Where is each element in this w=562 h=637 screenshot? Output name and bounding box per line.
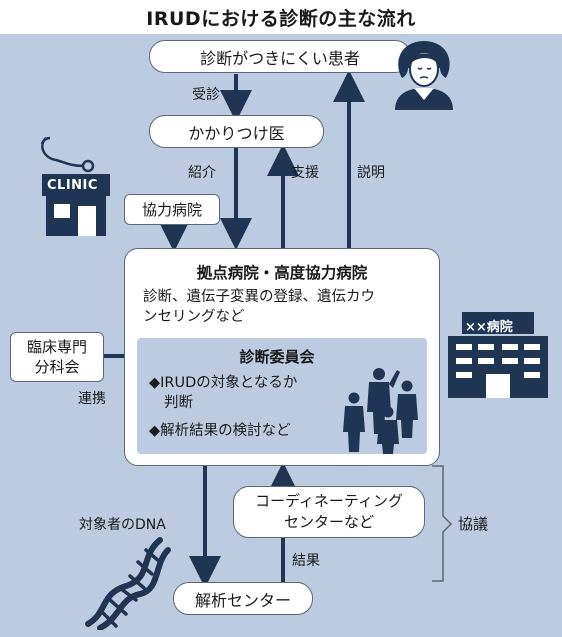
node-main-hospital: 拠点病院・高度協力病院 診断、遺伝子変異の登録、遺伝カウ ンセリングなど 診断委…: [124, 248, 440, 466]
edge-label-kekka: 結果: [292, 553, 320, 569]
patient-person-icon: [395, 41, 453, 110]
node-kakaritsuke-label: かかりつけ医: [188, 123, 285, 143]
node-rinsho-label-1: 臨床専門: [26, 338, 87, 356]
committee-item-1b: 判断: [164, 395, 193, 411]
node-coordinating-label-1: コーディネーティング: [254, 492, 404, 510]
committee-people-icon: [343, 368, 418, 454]
edge-label-renkei: 連携: [78, 391, 106, 407]
edge-label-jushin: 受診: [192, 87, 220, 103]
dna-helix-icon: [85, 537, 171, 630]
node-coordinating: コーディネーティング センターなど: [233, 486, 425, 538]
brace-kyogi: [432, 465, 453, 582]
node-analysis: 解析センター: [173, 582, 313, 615]
edge-label-shien: 支援: [291, 165, 319, 181]
main-hospital-desc-2: ンセリングなど: [143, 309, 245, 325]
node-rinsho: 臨床専門 分科会: [10, 332, 104, 382]
committee-box: 診断委員会 ◆IRUDの対象となるか 判断 ◆解析結果の検討など: [137, 338, 427, 454]
edge-label-setsumei: 説明: [357, 165, 385, 181]
main-hospital-title: 拠点病院・高度協力病院: [196, 264, 368, 282]
hospital-sign-label: ××病院: [465, 320, 513, 335]
edge-label-shokai: 紹介: [188, 165, 216, 181]
node-kakaritsuke: かかりつけ医: [149, 115, 324, 148]
committee-item-2: ◆解析結果の検討など: [149, 423, 291, 439]
node-kyoryoku-label: 協力病院: [141, 201, 202, 219]
clinic-stethoscope-icon: [40, 136, 110, 236]
diagram-title: IRUDにおける診断の主な流れ: [0, 0, 562, 34]
node-kyoryoku: 協力病院: [124, 194, 220, 225]
committee-item-1a: ◆IRUDの対象となるか: [149, 375, 298, 391]
committee-title: 診断委員会: [239, 348, 315, 366]
node-rinsho-label-2: 分科会: [34, 358, 80, 376]
clinic-sign-label: CLINIC: [47, 178, 98, 193]
hospital-building-icon: [448, 312, 548, 398]
edge-label-dna: 対象者のDNA: [79, 517, 166, 533]
node-analysis-label: 解析センター: [194, 590, 291, 610]
main-hospital-desc-1: 診断、遺伝子変異の登録、遺伝カウ: [143, 289, 375, 305]
edge-label-kyogi: 協議: [458, 515, 489, 533]
node-coordinating-label-2: センターなど: [283, 513, 374, 531]
node-patient: 診断がつきにくい患者: [149, 40, 411, 73]
node-patient-label: 診断がつきにくい患者: [200, 48, 360, 68]
